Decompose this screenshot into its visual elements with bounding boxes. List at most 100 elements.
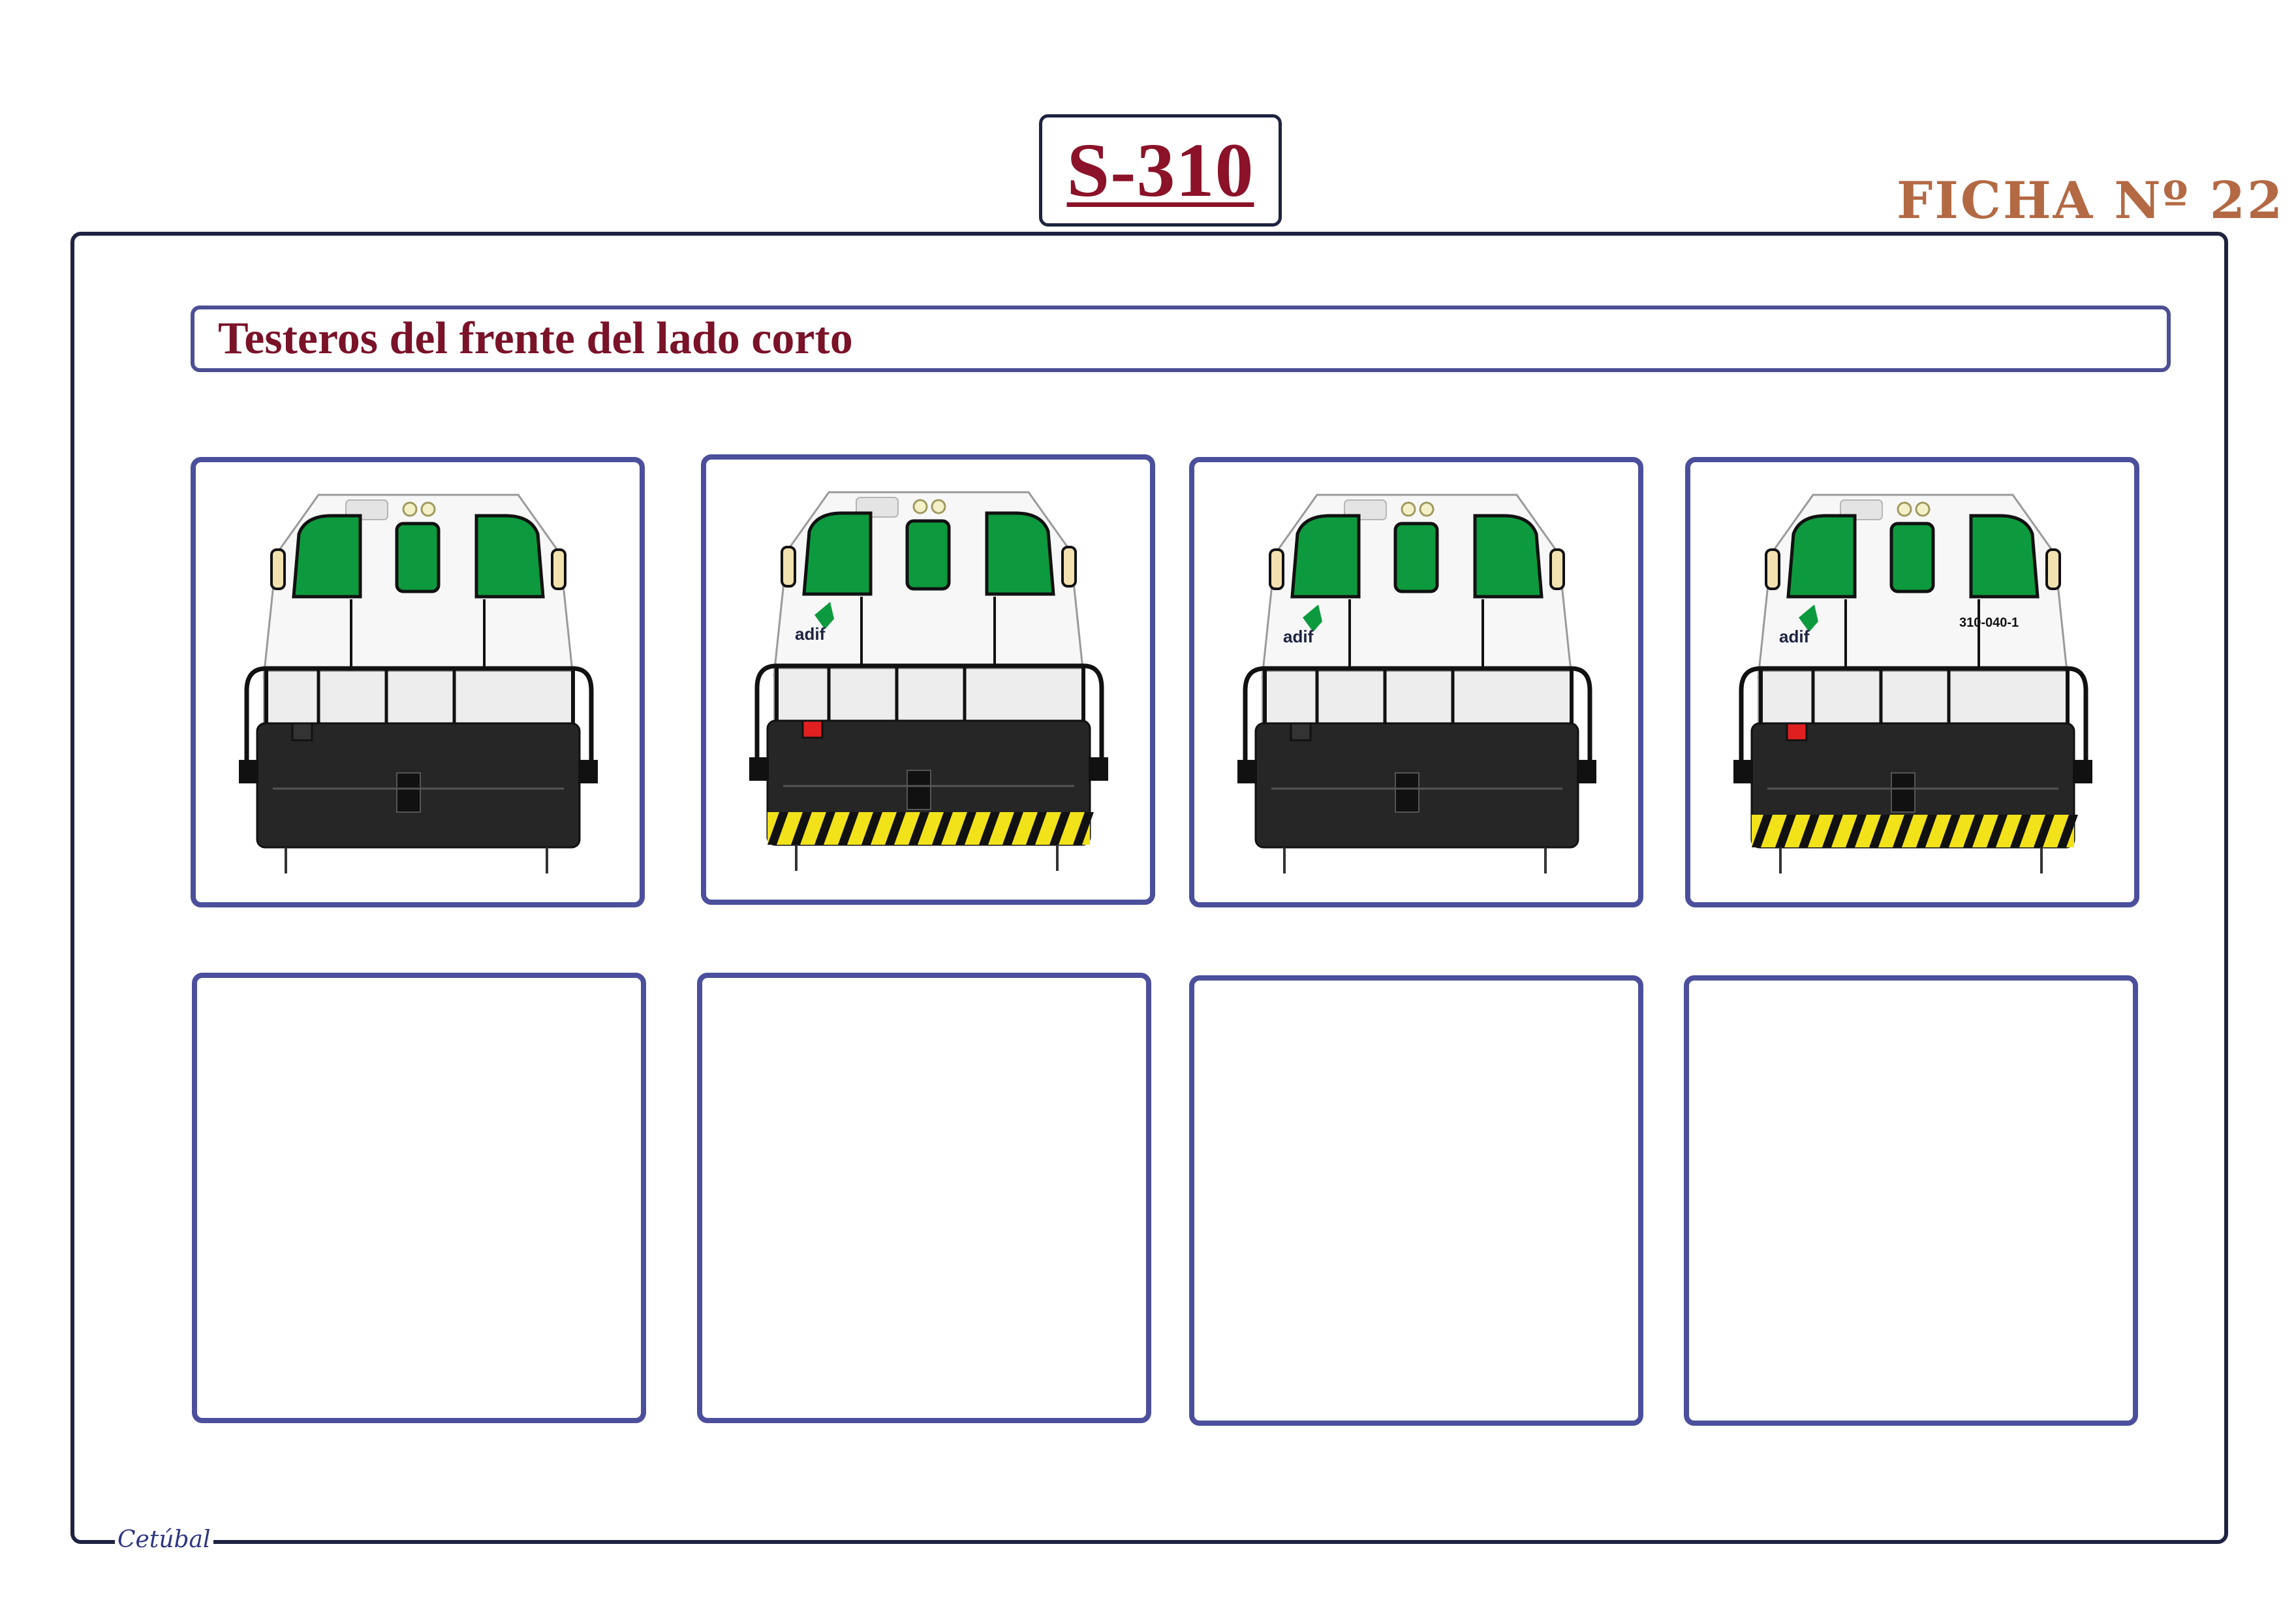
red-signal-lamp xyxy=(801,719,824,739)
left-buffer xyxy=(239,760,258,783)
left-window xyxy=(292,514,362,599)
adif-logo-icon xyxy=(1799,605,1818,632)
right-buffer xyxy=(578,760,598,783)
hazard-stripe xyxy=(1893,815,1914,847)
signal-lamp xyxy=(1290,722,1312,742)
locomotive-front-drawing-adif-hazard: adif xyxy=(749,491,1108,871)
hazard-stripe xyxy=(979,812,1000,845)
center-window xyxy=(905,519,951,591)
coupler xyxy=(907,770,931,810)
left-window xyxy=(1786,514,1857,599)
right-buffer xyxy=(1089,757,1108,781)
hazard-stripe xyxy=(814,812,835,845)
hazard-stripe xyxy=(1940,815,1961,847)
locomotive-front-drawing-adif-plain: adif xyxy=(1237,494,1596,873)
empty-card-1[interactable] xyxy=(192,973,646,1423)
handrail-posts xyxy=(775,666,1085,727)
loco-card-3[interactable]: adif xyxy=(1189,457,1643,907)
headlight-icon xyxy=(1401,501,1416,517)
headlight-icon xyxy=(420,501,436,517)
page-title: S-310 xyxy=(1066,127,1254,213)
headlight-icon xyxy=(1419,501,1435,517)
center-window xyxy=(395,522,441,593)
hazard-stripe xyxy=(1026,812,1047,845)
hazard-stripe xyxy=(1002,812,1023,845)
handrail xyxy=(1243,666,1592,762)
right-window xyxy=(1969,514,2040,599)
hazard-stripe xyxy=(1049,812,1070,845)
hazard-stripe xyxy=(1963,815,1984,847)
headlight-icon xyxy=(931,499,946,514)
left-mirror xyxy=(270,548,286,590)
left-buffer xyxy=(1237,760,1257,783)
hazard-stripe xyxy=(1822,815,1843,847)
hazard-stripe xyxy=(2010,815,2031,847)
adif-logo-icon xyxy=(1303,605,1322,632)
left-mirror xyxy=(1269,548,1284,590)
right-window xyxy=(1473,514,1544,599)
handrail xyxy=(1739,666,2088,762)
empty-card-3[interactable] xyxy=(1189,975,1643,1426)
left-window xyxy=(802,511,873,596)
title-box: S-310 xyxy=(1039,114,1282,227)
right-buffer xyxy=(2073,760,2092,783)
section-title: Testeros del frente del lado corto xyxy=(218,313,853,364)
left-mirror xyxy=(781,546,796,588)
adif-logo-icon xyxy=(814,602,834,629)
left-mirror xyxy=(1765,548,1780,590)
left-window xyxy=(1290,514,1361,599)
loco-card-4[interactable]: adif 310-040-1 xyxy=(1685,457,2139,907)
hazard-stripe xyxy=(768,812,788,845)
hazard-stripe xyxy=(1752,815,1773,847)
hazard-stripe xyxy=(908,812,929,845)
hazard-stripe xyxy=(1916,815,1937,847)
hazard-stripe xyxy=(861,812,882,845)
adif-logo-text: adif xyxy=(795,624,826,644)
signal-lamp xyxy=(291,722,313,742)
adif-logo-text: adif xyxy=(1283,627,1314,646)
right-mirror xyxy=(551,548,566,590)
hazard-stripe xyxy=(1799,815,1820,847)
center-window xyxy=(1393,522,1439,593)
right-buffer xyxy=(1577,760,1596,783)
handrail xyxy=(244,666,594,762)
left-buffer xyxy=(749,757,769,781)
handrail xyxy=(754,663,1104,760)
loco-card-2[interactable]: adif xyxy=(701,454,1155,905)
left-buffer xyxy=(1733,760,1753,783)
right-mirror xyxy=(1549,548,1565,590)
hazard-stripe xyxy=(1073,812,1094,845)
coupler xyxy=(1395,772,1419,813)
hazard-stripe xyxy=(932,812,953,845)
hazard-stripe xyxy=(838,812,859,845)
loco-card-1[interactable] xyxy=(191,457,645,907)
hazard-stripe xyxy=(2034,815,2055,847)
right-mirror xyxy=(1061,546,1077,588)
empty-card-2[interactable] xyxy=(697,973,1151,1423)
coupler xyxy=(1891,772,1916,813)
handrail-posts xyxy=(1759,668,2070,730)
right-window xyxy=(474,514,545,599)
signature: Cetúbal xyxy=(115,1526,213,1553)
headlight-icon xyxy=(1897,501,1912,517)
hazard-stripe xyxy=(1846,815,1867,847)
headlight-icon xyxy=(1915,501,1931,517)
adif-logo-text: adif xyxy=(1779,627,1810,646)
hazard-stripe xyxy=(1987,815,2008,847)
hazard-stripe xyxy=(955,812,976,845)
coupler xyxy=(396,772,421,813)
hazard-stripe xyxy=(1775,815,1796,847)
locomotive-front-drawing-numbered: adif 310-040-1 xyxy=(1733,494,2092,873)
hazard-stripe xyxy=(1869,815,1890,847)
handrail-posts xyxy=(264,668,575,730)
right-window xyxy=(985,511,1055,596)
hazard-stripe xyxy=(791,812,812,845)
right-mirror xyxy=(2045,548,2061,590)
handrail-posts xyxy=(1263,668,1574,730)
section-header: Testeros del frente del lado corto xyxy=(191,306,2171,372)
locomotive-number: 310-040-1 xyxy=(1959,616,2019,630)
hazard-stripe xyxy=(2057,815,2078,847)
empty-card-4[interactable] xyxy=(1684,975,2138,1426)
headlight-icon xyxy=(402,501,418,517)
hazard-stripe xyxy=(885,812,906,845)
